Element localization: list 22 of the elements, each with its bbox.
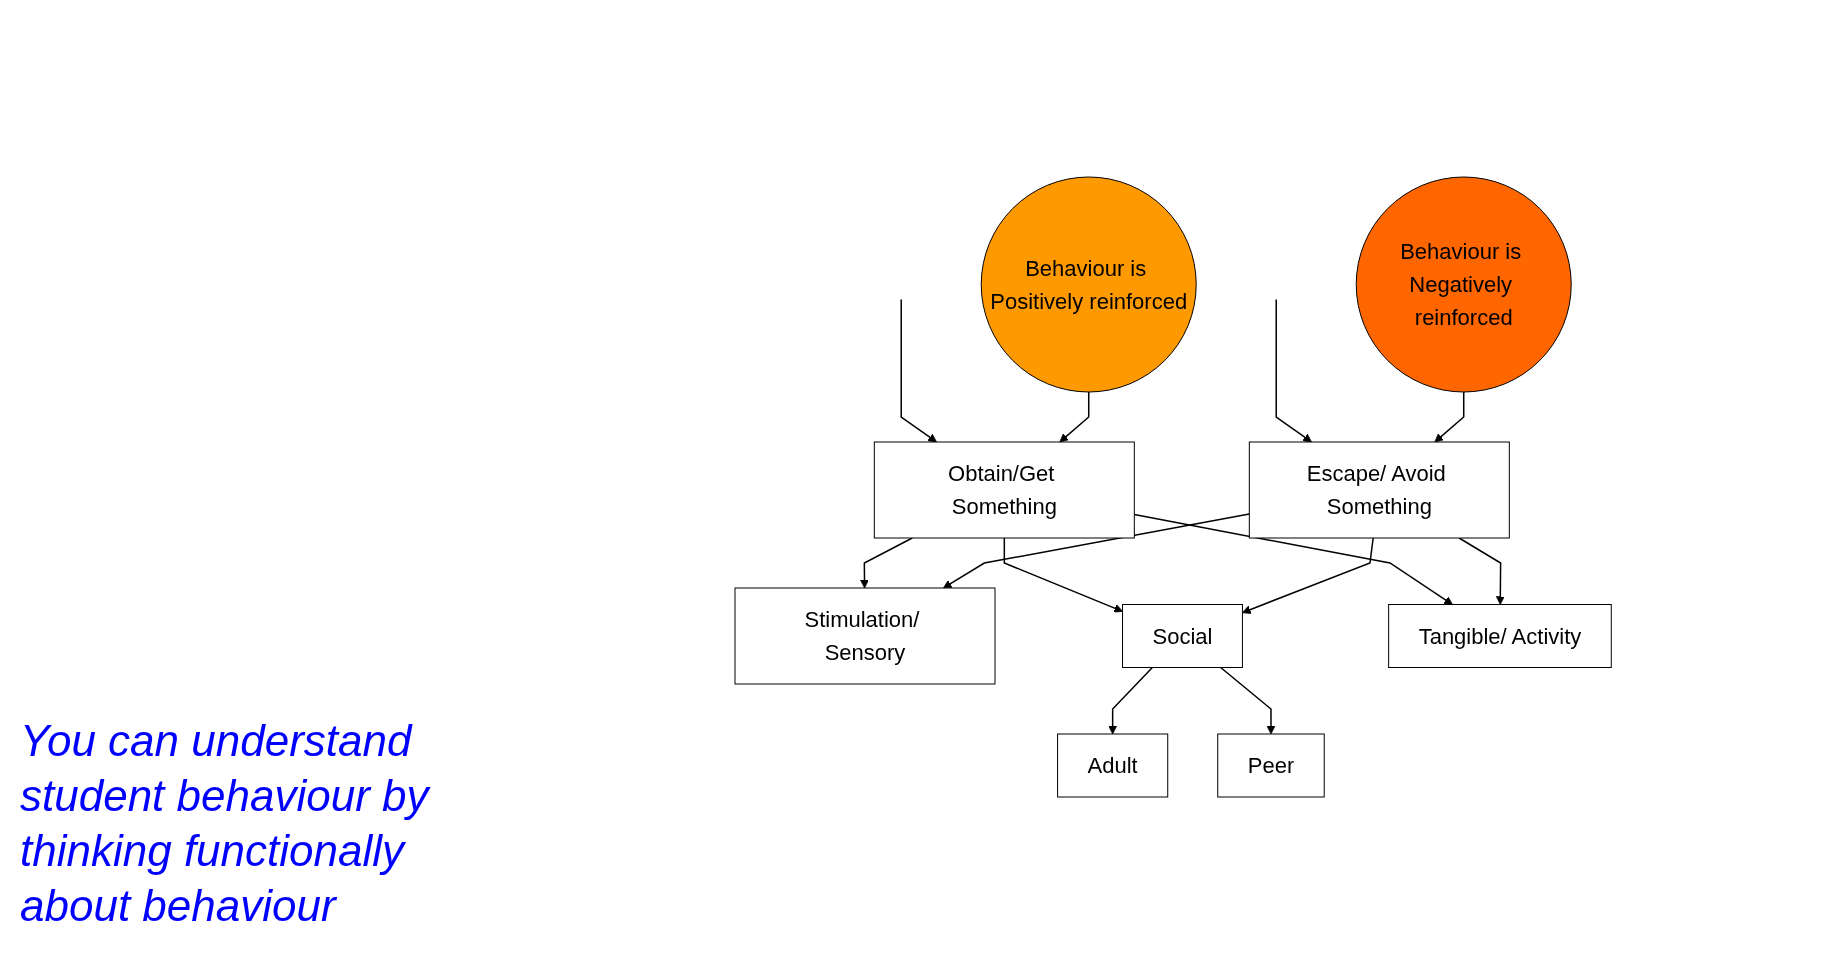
arrow xyxy=(942,512,1250,588)
arrow xyxy=(1108,666,1153,734)
node-box: Stimulation/ Sensory xyxy=(734,587,996,684)
node-box: Social xyxy=(1121,603,1243,668)
node-box: Escape/ Avoid Something xyxy=(1248,441,1510,538)
arrow xyxy=(1458,536,1505,605)
arrow xyxy=(1133,513,1453,605)
arrow xyxy=(859,536,913,588)
arrow xyxy=(1434,390,1465,442)
note-text: You can understand student behaviour by thinking functionally about behaviour xyxy=(20,715,432,932)
node-box: Obtain/Get Something xyxy=(873,441,1135,538)
arrow xyxy=(1003,536,1123,612)
node-box: Tangible/ Activity xyxy=(1388,603,1612,668)
node-box: Peer xyxy=(1217,733,1325,797)
node-circle: Behaviour is Positively reinforced xyxy=(980,176,1197,392)
arrow xyxy=(1219,666,1276,734)
arrow xyxy=(1059,390,1090,442)
node-circle: Behaviour is Negatively reinforced xyxy=(1355,176,1572,392)
arrow xyxy=(1241,536,1374,614)
node-box: Adult xyxy=(1056,733,1169,797)
arrow xyxy=(900,298,937,442)
arrow xyxy=(1275,298,1312,442)
